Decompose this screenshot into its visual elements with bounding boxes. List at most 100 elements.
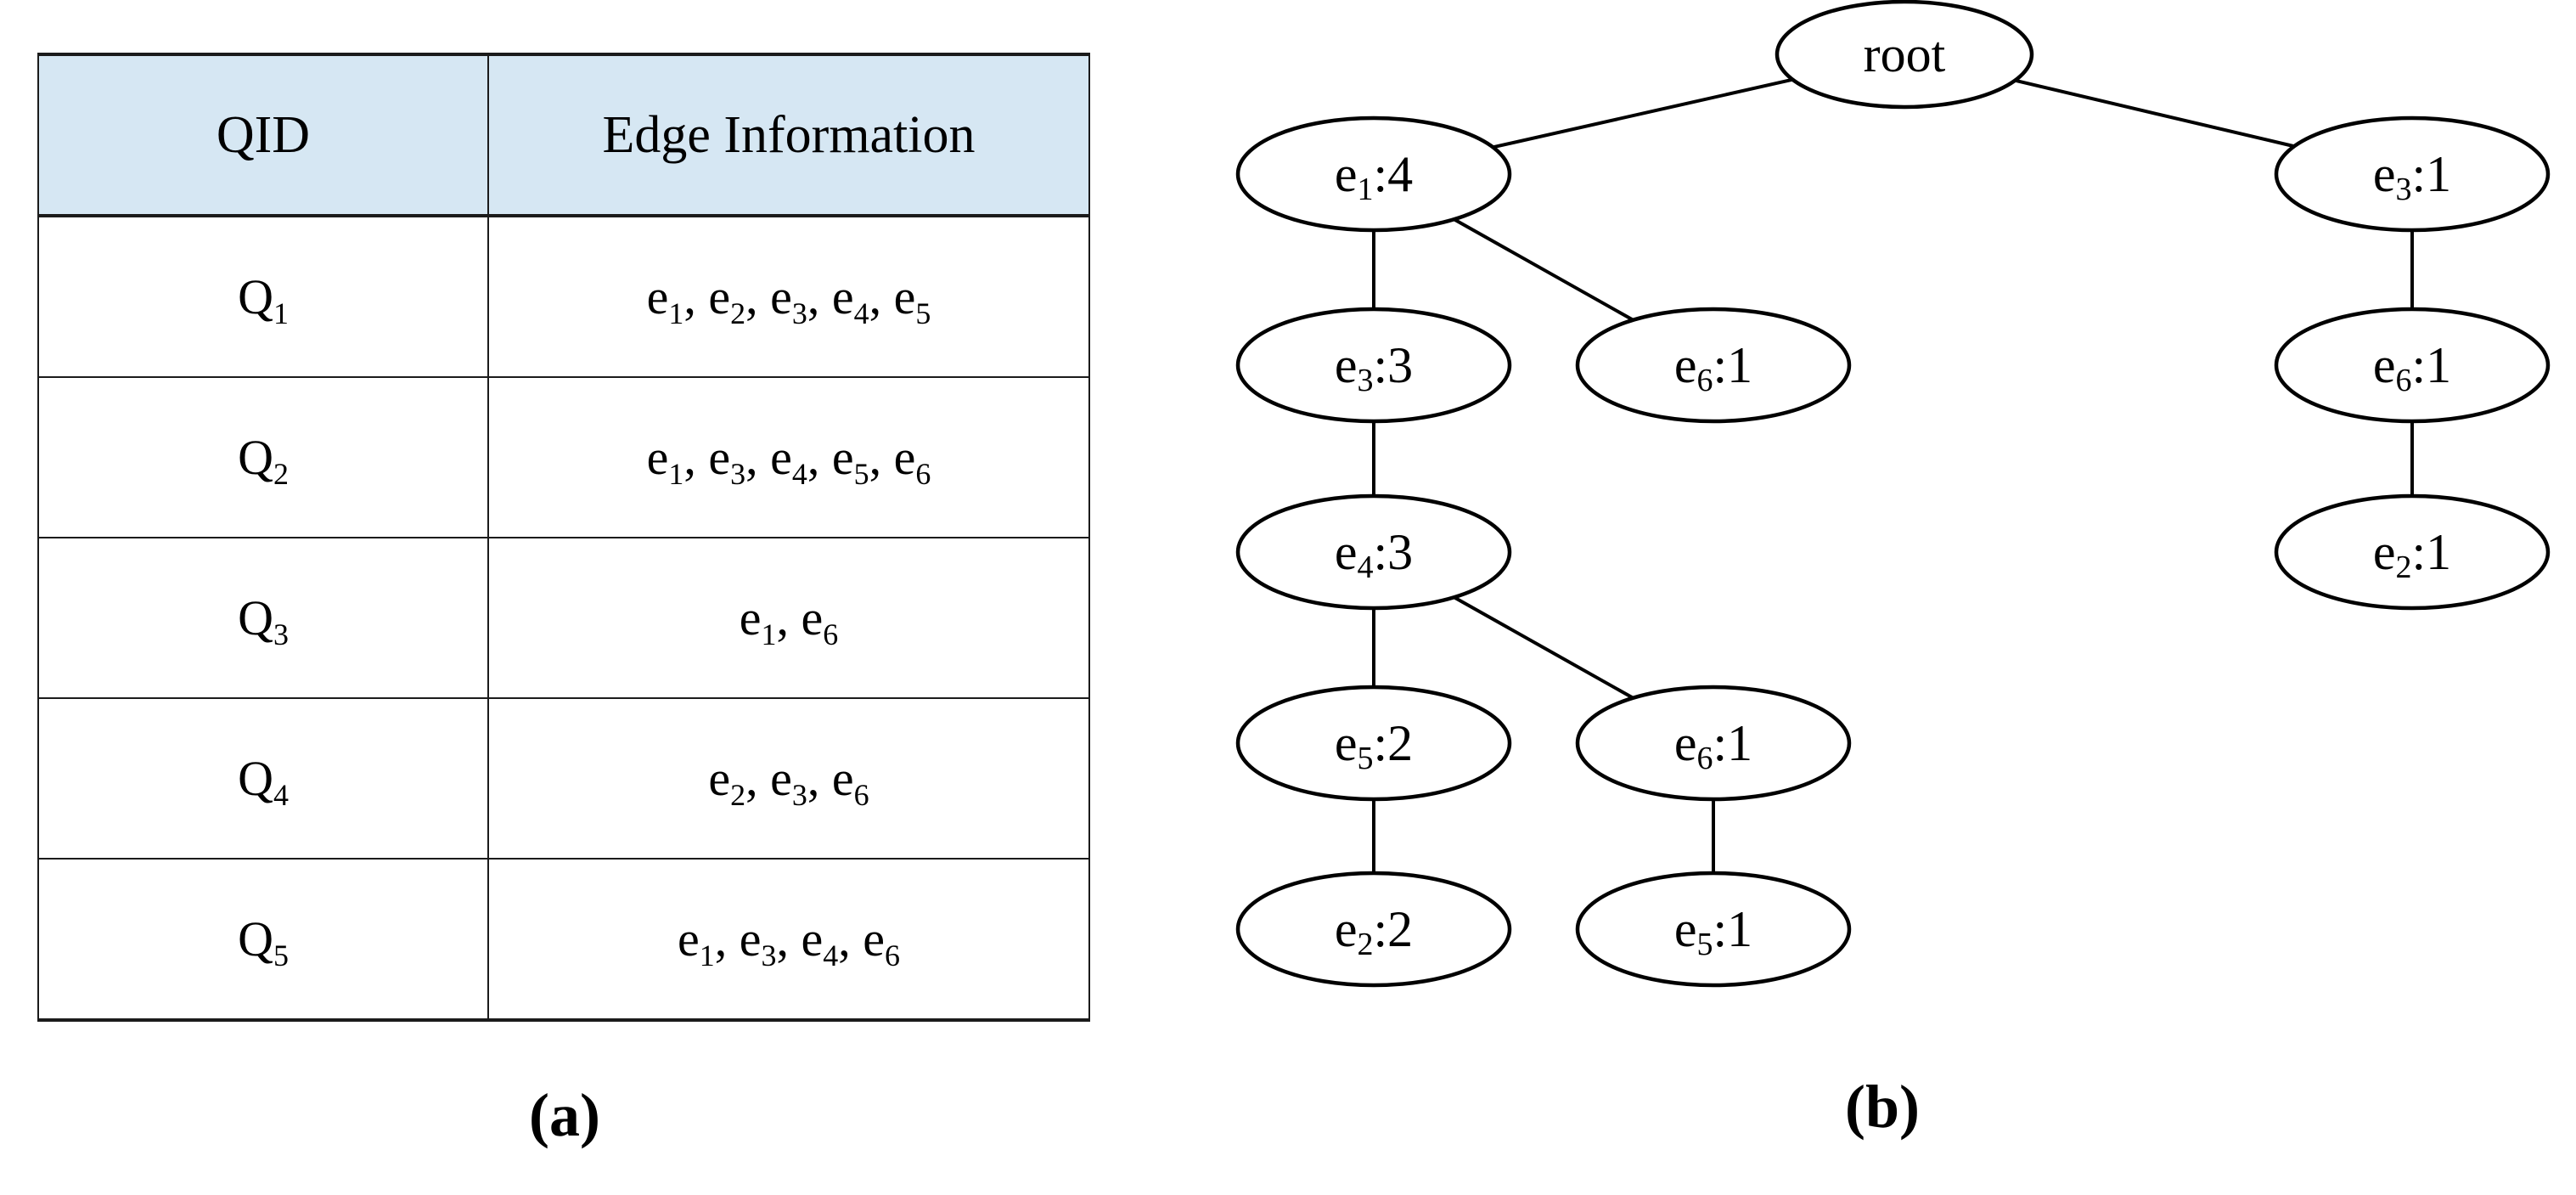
edge-subscript: 1 xyxy=(668,296,684,330)
edge-token: e1 xyxy=(646,269,684,330)
node-label: root xyxy=(1864,26,1946,82)
edge-subscript: 6 xyxy=(853,777,869,812)
qid-label: Q4 xyxy=(238,751,289,812)
edge-token: e3 xyxy=(770,751,807,812)
node-label: e5:1 xyxy=(1674,901,1752,962)
edge-token: e4 xyxy=(831,269,869,330)
edge-subscript: 1 xyxy=(699,938,715,972)
edge-subscript: 4 xyxy=(823,938,839,972)
cell-qid: Q1 xyxy=(37,215,489,378)
qid-subscript: 3 xyxy=(273,617,289,651)
tree-edge-n-e4-3-to-n-e6-1-b xyxy=(1453,595,1634,700)
cell-edge-information: e1, e6 xyxy=(487,537,1090,699)
edge-subscript: 3 xyxy=(730,456,746,491)
tree-node-root[interactable]: root xyxy=(1775,0,2034,110)
node-label: e2:2 xyxy=(1335,901,1413,962)
edge-token: e6 xyxy=(831,751,869,812)
tree-node-n-e3-1-right[interactable]: e3:1 xyxy=(2274,116,2551,233)
edge-token: e6 xyxy=(863,911,900,972)
cell-edge-information: e1, e2, e3, e4, e5 xyxy=(487,215,1090,378)
edge-token: e1 xyxy=(646,430,684,491)
node-ellipse xyxy=(1235,116,1512,233)
edge-token: e3 xyxy=(770,269,807,330)
node-ellipse xyxy=(1775,0,2034,110)
panel-a-caption: (a) xyxy=(529,1081,600,1149)
node-label: e5:2 xyxy=(1335,715,1413,776)
panel-b-caption: (b) xyxy=(1845,1073,1920,1141)
cell-edge-information: e2, e3, e6 xyxy=(487,697,1090,860)
edge-token: e6 xyxy=(801,590,839,651)
edge-subscript: 3 xyxy=(791,777,807,812)
cell-edge-information: e1, e3, e4, e5, e6 xyxy=(487,376,1090,538)
tree-node-n-e5-2[interactable]: e5:2 xyxy=(1235,685,1512,802)
cell-qid: Q3 xyxy=(37,537,489,699)
edge-subscript: 6 xyxy=(823,617,839,651)
tree-node-n-e3-3[interactable]: e3:3 xyxy=(1235,307,1512,424)
edge-subscript: 5 xyxy=(915,296,931,330)
cell-qid: Q5 xyxy=(37,858,489,1022)
node-ellipse xyxy=(2274,493,2551,611)
edge-subscript: 1 xyxy=(761,617,777,651)
edge-token: e4 xyxy=(801,911,839,972)
panel-b-tree-figure: root e1:4 e3:1 e3:3 e6:1 e6:1 e4:3 e2:1 e5:2 e6:1… xyxy=(1189,0,2576,1195)
node-label: e1:4 xyxy=(1335,146,1413,207)
node-label: e4:3 xyxy=(1335,524,1413,585)
edge-token: e3 xyxy=(708,430,746,491)
edge-subscript: 2 xyxy=(730,296,746,330)
node-ellipse xyxy=(1235,871,1512,988)
edge-subscript: 6 xyxy=(915,456,931,491)
node-ellipse xyxy=(2274,307,2551,424)
qid-label: Q5 xyxy=(238,911,289,972)
edge-token: e2 xyxy=(708,269,746,330)
tree-node-n-e4-3[interactable]: e4:3 xyxy=(1235,493,1512,611)
node-ellipse xyxy=(1235,307,1512,424)
cell-qid: Q2 xyxy=(37,376,489,538)
tree-node-n-e5-1[interactable]: e5:1 xyxy=(1575,871,1852,988)
edge-subscript: 6 xyxy=(884,938,900,972)
table-row: Q4 e2, e3, e6 xyxy=(37,697,1090,860)
edge-token: e5 xyxy=(893,269,931,330)
tree-node-n-e6-1-a[interactable]: e6:1 xyxy=(1575,307,1852,424)
node-label: e6:1 xyxy=(1674,715,1752,776)
table-row: Q1 e1, e2, e3, e4, e5 xyxy=(37,215,1090,378)
fp-tree-diagram: root e1:4 e3:1 e3:3 e6:1 e6:1 e4:3 e2:1 e5:2 e6:1… xyxy=(1235,0,2551,988)
edge-subscript: 2 xyxy=(730,777,746,812)
tree-node-n-e6-1-b[interactable]: e6:1 xyxy=(1575,685,1852,802)
node-label: e6:1 xyxy=(1674,337,1752,398)
edge-token: e4 xyxy=(770,430,807,491)
qid-label: Q1 xyxy=(238,269,289,330)
tree-node-n-e6-1-right[interactable]: e6:1 xyxy=(2274,307,2551,424)
tree-node-n-e2-1-right[interactable]: e2:1 xyxy=(2274,493,2551,611)
tree-node-n-e2-2[interactable]: e2:2 xyxy=(1235,871,1512,988)
edge-token: e3 xyxy=(739,911,777,972)
tree-edge-root-to-n-e3-1-right xyxy=(2014,78,2295,149)
column-header-edge-information: Edge Information xyxy=(487,53,1090,217)
node-ellipse xyxy=(1575,685,1852,802)
cell-qid: Q4 xyxy=(37,697,489,860)
node-label: e3:3 xyxy=(1335,337,1413,398)
cell-edge-information: e1, e3, e4, e6 xyxy=(487,858,1090,1022)
edge-subscript: 4 xyxy=(853,296,869,330)
qid-subscript: 2 xyxy=(273,456,289,491)
edge-token: e2 xyxy=(708,751,746,812)
node-ellipse xyxy=(1235,493,1512,611)
node-ellipse xyxy=(1575,307,1852,424)
edge-subscript: 3 xyxy=(761,938,777,972)
tree-edges-layer xyxy=(1372,77,2414,873)
edge-token: e1 xyxy=(678,911,715,972)
edge-token: e1 xyxy=(739,590,777,651)
node-ellipse xyxy=(1575,871,1852,988)
qid-subscript: 1 xyxy=(273,296,289,330)
table-row: Q5 e1, e3, e4, e6 xyxy=(37,858,1090,1022)
node-label: e3:1 xyxy=(2373,146,2451,207)
tree-nodes-layer: root e1:4 e3:1 e3:3 e6:1 e6:1 e4:3 e2:1 e5:2 e6:1… xyxy=(1235,0,2551,988)
edge-subscript: 3 xyxy=(791,296,807,330)
tree-node-n-e1-4[interactable]: e1:4 xyxy=(1235,116,1512,233)
qid-subscript: 5 xyxy=(273,938,289,972)
node-ellipse xyxy=(2274,116,2551,233)
